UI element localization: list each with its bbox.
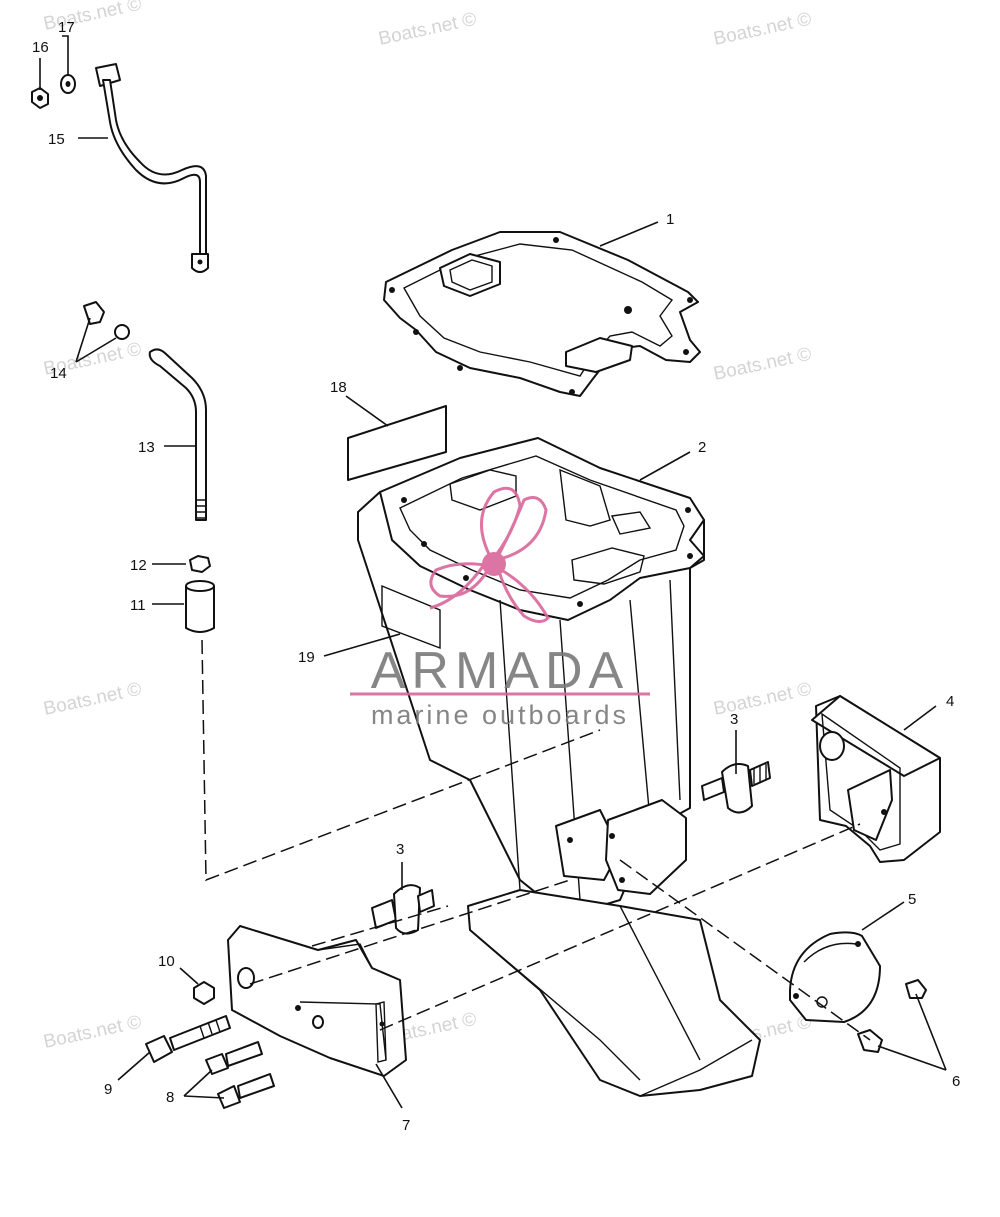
callout-15: 15 bbox=[48, 131, 65, 148]
watermark: Boats.net © bbox=[42, 679, 144, 720]
callout-3-left: 3 bbox=[396, 841, 404, 858]
callout-1: 1 bbox=[666, 211, 674, 228]
callout-10: 10 bbox=[158, 953, 175, 970]
callout-17: 17 bbox=[58, 19, 75, 36]
part-17-washer bbox=[60, 74, 76, 94]
callouts: 1 2 3 4 3 5 6 7 8 9 10 11 12 13 14 15 16… bbox=[32, 19, 960, 1134]
callout-13: 13 bbox=[138, 439, 155, 456]
part-3-mount-right bbox=[701, 761, 771, 814]
watermark: Boats.net © bbox=[712, 679, 814, 720]
part-4-bracket bbox=[811, 695, 941, 863]
part-2-housing bbox=[357, 437, 761, 1097]
part-12-nut bbox=[189, 555, 211, 573]
part-11-spacer bbox=[185, 580, 215, 633]
watermark: Boats.net © bbox=[42, 1012, 144, 1053]
part-1-gasket bbox=[383, 231, 701, 397]
callout-5: 5 bbox=[908, 891, 916, 908]
callout-8: 8 bbox=[166, 1089, 174, 1106]
callout-18: 18 bbox=[330, 379, 347, 396]
watermark: Boats.net © bbox=[712, 9, 814, 50]
armada-logo: ARMADA marine outboards bbox=[350, 486, 650, 730]
callout-2: 2 bbox=[698, 439, 706, 456]
leader-lines bbox=[39, 35, 947, 1109]
callout-7: 7 bbox=[402, 1117, 410, 1134]
part-5-cover bbox=[789, 931, 881, 1023]
assembly-lines bbox=[201, 639, 871, 1041]
watermark: Boats.net © bbox=[42, 0, 144, 35]
callout-14: 14 bbox=[50, 365, 67, 382]
part-3-mount-left bbox=[371, 884, 435, 935]
callout-12: 12 bbox=[130, 557, 147, 574]
watermark: Boats.net © bbox=[712, 344, 814, 385]
callout-19: 19 bbox=[298, 649, 315, 666]
part-14-screw-washer bbox=[83, 301, 130, 340]
propeller-icon bbox=[429, 486, 550, 623]
callout-6: 6 bbox=[952, 1073, 960, 1090]
part-13-rod bbox=[148, 348, 207, 521]
part-15-rod bbox=[95, 63, 209, 273]
callout-9: 9 bbox=[104, 1081, 112, 1098]
callout-4: 4 bbox=[946, 693, 954, 710]
logo-tagline: marine outboards bbox=[371, 700, 629, 730]
logo-name: ARMADA bbox=[371, 642, 629, 700]
part-9-bolt bbox=[145, 1015, 231, 1063]
part-16-nut bbox=[31, 87, 49, 109]
callout-11: 11 bbox=[130, 597, 146, 614]
callout-3-right: 3 bbox=[730, 711, 738, 728]
watermark: Boats.net © bbox=[377, 9, 479, 50]
part-18-decal bbox=[347, 405, 447, 481]
part-8-bolts bbox=[205, 1041, 275, 1109]
part-10-nut bbox=[193, 981, 215, 1005]
callout-16: 16 bbox=[32, 39, 49, 56]
